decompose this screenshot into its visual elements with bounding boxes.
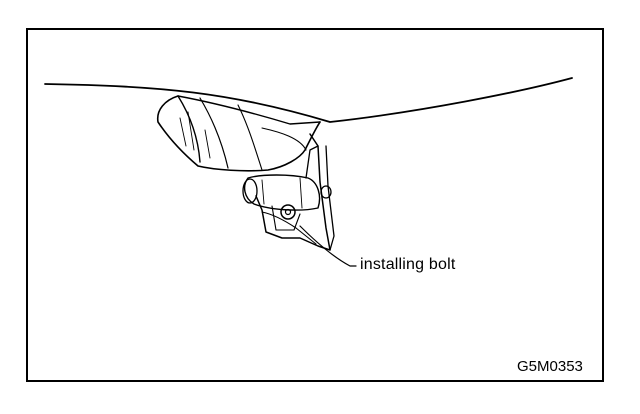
pivot-knob xyxy=(320,185,332,199)
housing-curve xyxy=(237,104,263,171)
callout-leader-line xyxy=(299,225,357,267)
pivot-highlight xyxy=(261,177,303,209)
bracket-edge xyxy=(325,145,335,251)
installing-bolt-center xyxy=(284,208,292,216)
bracket-flange xyxy=(305,145,319,179)
bolt-tab xyxy=(271,205,301,231)
bracket-fold xyxy=(261,211,317,245)
housing-lower-curve xyxy=(261,127,307,151)
installing-bolt-head xyxy=(280,204,296,220)
housing-outline xyxy=(156,95,321,172)
pivot-end-cap xyxy=(242,178,258,204)
body-underside-line xyxy=(44,77,573,123)
housing-inner-edge xyxy=(177,95,201,163)
housing-top-edge xyxy=(177,95,321,125)
bracket-plate xyxy=(255,133,331,251)
pivot-body xyxy=(243,174,321,211)
housing-inner-edge-2 xyxy=(199,97,229,169)
figure-code: G5M0353 xyxy=(517,358,583,375)
installing-bolt-label: installing bolt xyxy=(360,256,456,273)
housing-shading xyxy=(179,111,211,159)
